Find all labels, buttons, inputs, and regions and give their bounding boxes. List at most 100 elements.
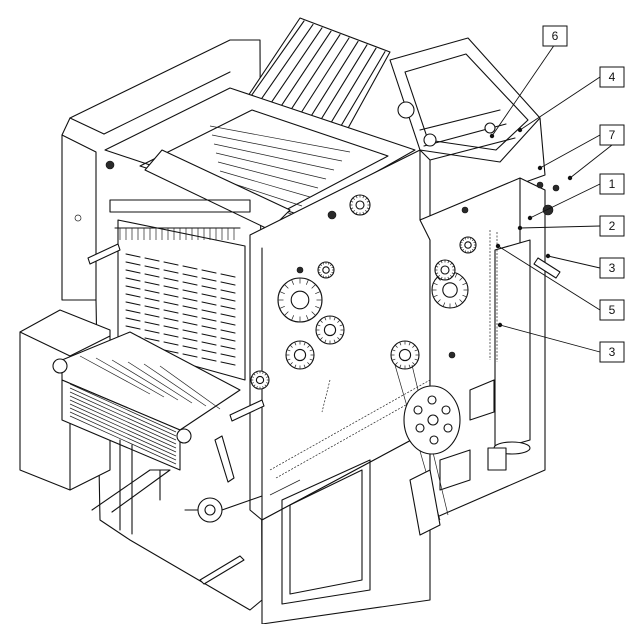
leader-7b [569, 144, 613, 179]
front-grille-slot [201, 349, 217, 354]
front-grille-slot [163, 285, 179, 290]
gear-tooth [284, 311, 289, 316]
gear-tooth [408, 364, 411, 369]
gear-tooth [437, 277, 441, 281]
gear-tooth [284, 284, 289, 289]
front-grille-slot [125, 277, 141, 282]
gear-tooth [322, 275, 325, 278]
gear-tooth [331, 266, 334, 269]
gear-tooth [366, 207, 370, 210]
gear-tooth [459, 299, 463, 303]
upper-grille-bar [213, 143, 335, 171]
gear-tooth [303, 341, 306, 346]
gear-hub [440, 265, 450, 275]
gear-tooth [289, 344, 293, 348]
gear-tooth [464, 237, 467, 240]
ink-unit-frame [389, 37, 546, 221]
gear-tooth [286, 358, 291, 361]
feed-slat [262, 27, 323, 115]
gear-tooth [435, 265, 439, 268]
front-grille-slot [182, 313, 198, 318]
gear-tooth [339, 333, 344, 336]
leader-2 [519, 225, 601, 229]
gear-tooth [473, 241, 476, 244]
gear-tooth [337, 337, 341, 341]
callout-box-4 [599, 66, 625, 88]
callout-box-5 [599, 299, 625, 321]
upper-grille-bar [209, 125, 351, 153]
front-grille-slot [182, 353, 198, 358]
front-grille-slot [220, 329, 236, 334]
gear-tooth [266, 382, 269, 384]
front-grille-slot [201, 333, 217, 338]
gear-tooth [464, 250, 467, 253]
gear-hub [293, 348, 307, 362]
gear-tooth [469, 250, 472, 253]
upper-grille-bar [217, 161, 319, 189]
feed-slat [253, 23, 314, 111]
callout-label-6: 6 [552, 29, 559, 43]
gear-hub [323, 323, 337, 337]
gear-tooth [366, 200, 370, 203]
leader-1 [529, 183, 601, 219]
delivery-slat [79, 355, 151, 395]
leader-6 [491, 43, 556, 137]
delivery-slat [95, 357, 165, 398]
leader-3b [499, 324, 601, 353]
gear-tooth [447, 260, 450, 264]
feed-slat [272, 30, 332, 120]
gear-tooth [316, 333, 321, 336]
gear-tooth [469, 237, 472, 240]
callouts: 6 4 7 1 2 3 5 3 [489, 25, 625, 363]
gear-tooth [253, 384, 256, 387]
front-grille-slot [220, 281, 236, 286]
gear-tooth [264, 373, 267, 376]
feed-slat [281, 34, 341, 124]
upper-grille-bar [215, 152, 327, 180]
front-grille-slot [144, 265, 160, 270]
gear-tooth [311, 284, 316, 289]
front-grille-slot [182, 305, 198, 310]
gear-hub [442, 282, 458, 298]
front-grille-slot [163, 293, 179, 298]
gear-tooth [451, 265, 455, 268]
delivery-slat [127, 361, 193, 404]
front-grille-slot [182, 321, 198, 326]
gear-tooth [256, 386, 258, 389]
gear-tooth [339, 324, 344, 327]
front-grille-slot [163, 301, 179, 306]
front-grille-slot [201, 357, 217, 362]
front-grille-slot [163, 277, 179, 282]
gear-tooth [331, 271, 334, 274]
gear-tooth [460, 241, 463, 244]
delivery-slat [111, 359, 179, 401]
front-grille-slot [144, 337, 160, 342]
gear-tooth [320, 264, 323, 267]
gear-tooth [329, 264, 332, 267]
gear-tooth [305, 315, 309, 321]
gear-tooth [462, 294, 467, 298]
front-grille-slot [201, 309, 217, 314]
front-grille-slot [125, 253, 141, 258]
gear-tooth [365, 197, 368, 200]
delivery-slat [69, 415, 177, 465]
front-grille-slot [163, 317, 179, 322]
gear-tooth [394, 344, 398, 348]
front-grille-slot [220, 353, 236, 358]
delivery-slat [69, 403, 177, 453]
gear-tooth [471, 239, 474, 242]
gear-tooth [320, 273, 323, 276]
gear-tooth [352, 210, 355, 213]
gear-tooth [262, 371, 264, 374]
front-grille-slot [144, 273, 160, 278]
delivery-slat [69, 399, 177, 449]
gear-tooth [350, 200, 354, 203]
delivery-slat [69, 383, 177, 433]
front-grille-slot [163, 261, 179, 266]
gear-tooth [459, 277, 463, 281]
gear-tooth [365, 210, 368, 213]
gear-tooth [450, 262, 453, 265]
gear-tooth [414, 349, 419, 352]
gear-tooth [362, 211, 365, 215]
